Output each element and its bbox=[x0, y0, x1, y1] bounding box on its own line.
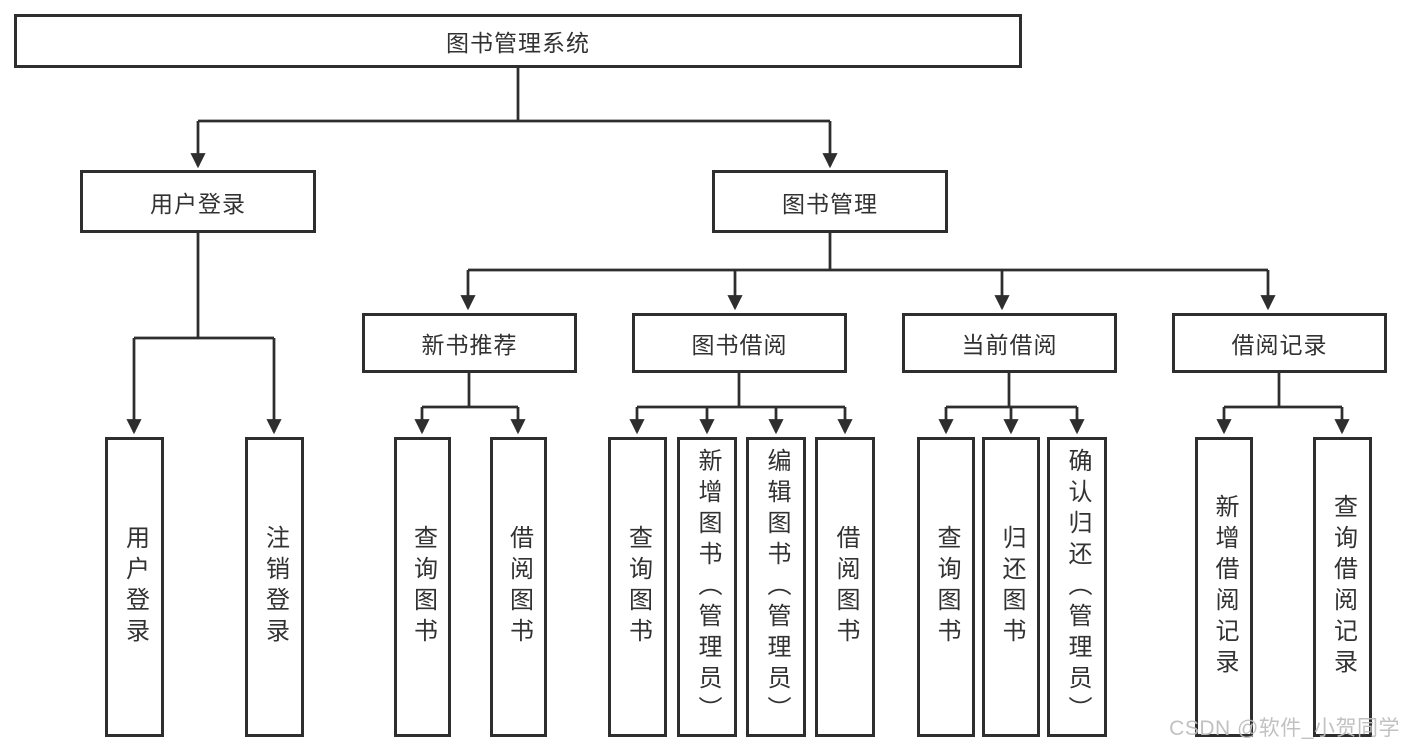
node-book-management: 图书管理 bbox=[712, 170, 948, 233]
leaf-newbooks-query-books: 查询图书 bbox=[394, 437, 451, 737]
node-current-borrow: 当前借阅 bbox=[902, 313, 1117, 373]
leaf-borrow-add-books-admin: 新增图书（管理员） bbox=[677, 437, 737, 737]
node-user-login: 用户登录 bbox=[80, 170, 316, 233]
leaf-records-add-record: 新增借阅记录 bbox=[1195, 437, 1253, 737]
node-borrow-records: 借阅记录 bbox=[1172, 313, 1387, 373]
leaf-user-login: 用户登录 bbox=[105, 437, 164, 737]
node-new-book-recommend: 新书推荐 bbox=[362, 313, 577, 373]
leaf-borrow-borrow-books: 借阅图书 bbox=[815, 437, 875, 737]
node-root-system: 图书管理系统 bbox=[14, 14, 1022, 68]
node-book-borrow: 图书借阅 bbox=[632, 313, 847, 373]
csdn-watermark: CSDN @软件_小贺同学 bbox=[1169, 717, 1400, 740]
leaf-current-query-books: 查询图书 bbox=[917, 437, 975, 737]
leaf-current-return-books: 归还图书 bbox=[982, 437, 1040, 737]
leaf-borrow-query-books: 查询图书 bbox=[608, 437, 667, 737]
leaf-newbooks-borrow-books: 借阅图书 bbox=[490, 437, 547, 737]
leaf-records-query-record: 查询借阅记录 bbox=[1313, 437, 1372, 737]
leaf-current-confirm-return-admin: 确认归还（管理员） bbox=[1047, 437, 1107, 737]
leaf-borrow-edit-books-admin: 编辑图书（管理员） bbox=[746, 437, 806, 737]
leaf-logout: 注销登录 bbox=[245, 437, 304, 737]
